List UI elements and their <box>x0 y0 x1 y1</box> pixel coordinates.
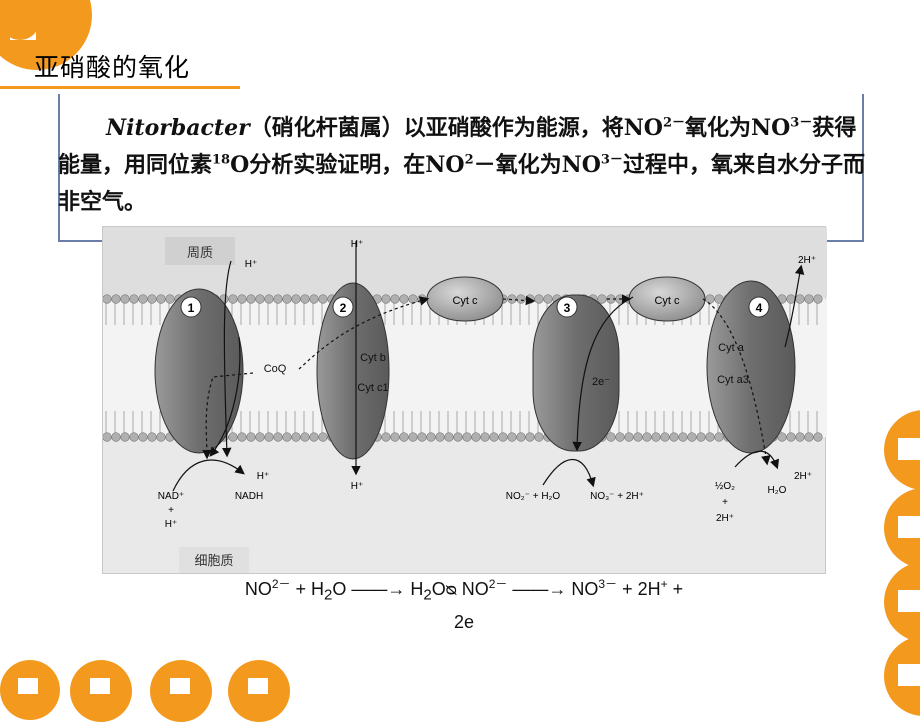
equation-line-1: NO2－ + H2O ——→ H2Oᴓ NO2－ ——→ NO3－ + 2H+ … <box>102 576 826 609</box>
complex-4 <box>706 280 796 454</box>
eq-glyph: ᴓ <box>445 579 457 599</box>
nitrite-water-label: NO₂⁻ + H₂O <box>506 491 561 502</box>
nad-label: NAD⁺ <box>158 491 184 502</box>
eq-part-4: O <box>431 579 446 599</box>
equation-line-2: 2e <box>453 611 475 632</box>
para-sup-3: 18 <box>212 152 231 168</box>
para-sup-2: 3－ <box>790 115 813 131</box>
eq-sup-7: + <box>660 577 668 591</box>
h-plus-bottom-2: H⁺ <box>351 481 364 492</box>
para-text-3: 获得能量，用同位素 <box>58 115 857 178</box>
h-plus-bottom-4: 2H⁺ <box>794 471 812 482</box>
cytoplasm-label: 细胞质 <box>194 553 233 568</box>
periplasm-label: 周质 <box>187 245 213 260</box>
complex-2-label-2: Cyt c1 <box>357 382 388 394</box>
slide-title: 亚硝酸的氧化 <box>34 53 191 82</box>
complex-4-label-2: Cyt a3 <box>717 374 749 386</box>
decor-circle-right-1 <box>884 410 920 490</box>
text-frame <box>58 94 864 242</box>
decor-circle-bottom-2 <box>70 660 132 722</box>
h-plus-top-2: H⁺ <box>351 239 364 250</box>
coq-label: CoQ <box>264 363 287 375</box>
para-text-2: 氧化为NO <box>685 115 791 141</box>
eq-part-5: NO <box>456 579 489 599</box>
half-oxygen-label: ½O₂ <box>715 481 735 492</box>
para-sup-5: 3－ <box>600 152 623 168</box>
complex-2 <box>316 282 390 460</box>
title-underline <box>0 86 240 89</box>
complex-4-label-1: Cyt a <box>718 342 745 354</box>
eq-part-3: O ——→ H <box>332 579 424 599</box>
oxygen-plus: + <box>722 497 728 508</box>
para-sup-4: 2 <box>464 152 474 168</box>
h-plus-top-1: H⁺ <box>245 259 258 270</box>
water-label: H₂O <box>768 485 787 496</box>
decor-circle-top-small <box>0 0 40 40</box>
eq-part-7: + 2H <box>617 579 661 599</box>
complex-1 <box>154 288 244 454</box>
eq-sub-3: 2 <box>423 586 432 604</box>
para-text-4: O分析实验证明，在NO <box>230 152 465 178</box>
arrow-h-complex1 <box>221 260 232 458</box>
complex-4-number: 4 <box>756 301 763 315</box>
nad-plus: + <box>168 505 174 516</box>
para-sup-1: 2－ <box>662 115 686 131</box>
eq-part-1: NO <box>244 579 272 599</box>
eq-sup-1: 2－ <box>271 577 291 591</box>
complex-3-label: 2e⁻ <box>592 376 610 388</box>
oxygen-2h-label: 2H⁺ <box>716 513 734 524</box>
decor-circle-right-2 <box>884 488 920 568</box>
eq-sup-6: 3－ <box>598 577 618 591</box>
cyt-c-label-2: Cyt c <box>654 295 680 307</box>
complex-3 <box>532 294 620 452</box>
membrane-svg: 周质 细胞质 1 2 Cyt b Cyt c1 3 2e⁻ 4 Cyt a Cy… <box>102 227 827 573</box>
eq-part-6: ——→ NO <box>507 579 599 599</box>
complex-2-number: 2 <box>340 301 347 315</box>
nadh-label: NADH <box>235 491 263 502</box>
decor-circle-bottom-4 <box>228 660 290 722</box>
h-plus-bottom-1: H⁺ <box>257 471 270 482</box>
para-text-1: （硝化杆菌属）以亚硝酸作为能源，将NO <box>249 115 663 141</box>
decor-circle-bottom-1 <box>0 660 60 720</box>
para-text-5: －氧化为NO <box>473 152 601 178</box>
eq-part-8: + <box>667 579 684 599</box>
nad-h-label: H⁺ <box>165 519 178 530</box>
eq-part-2: + H <box>290 579 325 599</box>
description-paragraph: Nitorbacter（硝化杆菌属）以亚硝酸作为能源，将NO2－氧化为NO3－获… <box>58 110 868 221</box>
complex-1-number: 1 <box>188 301 195 315</box>
para-text-6: 过程中，氧来自水分子而非空气。 <box>58 152 865 215</box>
nitrate-label: NO₃⁻ + 2H⁺ <box>590 491 644 502</box>
electron-transport-diagram: 周质 细胞质 1 2 Cyt b Cyt c1 3 2e⁻ 4 Cyt a Cy… <box>102 226 827 574</box>
reaction-equation: NO2－ + H2O ——→ H2Oᴓ NO2－ ——→ NO3－ + 2H+ … <box>102 576 826 635</box>
cyt-c-label-1: Cyt c <box>452 295 478 307</box>
h-plus-top-4: 2H⁺ <box>798 255 816 266</box>
arrow-2h-top <box>784 264 805 348</box>
eq-sub-2: 2 <box>324 586 333 604</box>
genus-name: Nitorbacter <box>106 115 250 141</box>
decor-circle-bottom-3 <box>150 660 212 722</box>
decor-circle-right-3 <box>884 562 920 642</box>
eq-sup-5: 2－ <box>488 577 508 591</box>
complex-3-number: 3 <box>564 301 571 315</box>
decor-circle-right-4 <box>884 636 920 716</box>
complex-2-label-1: Cyt b <box>360 352 386 364</box>
